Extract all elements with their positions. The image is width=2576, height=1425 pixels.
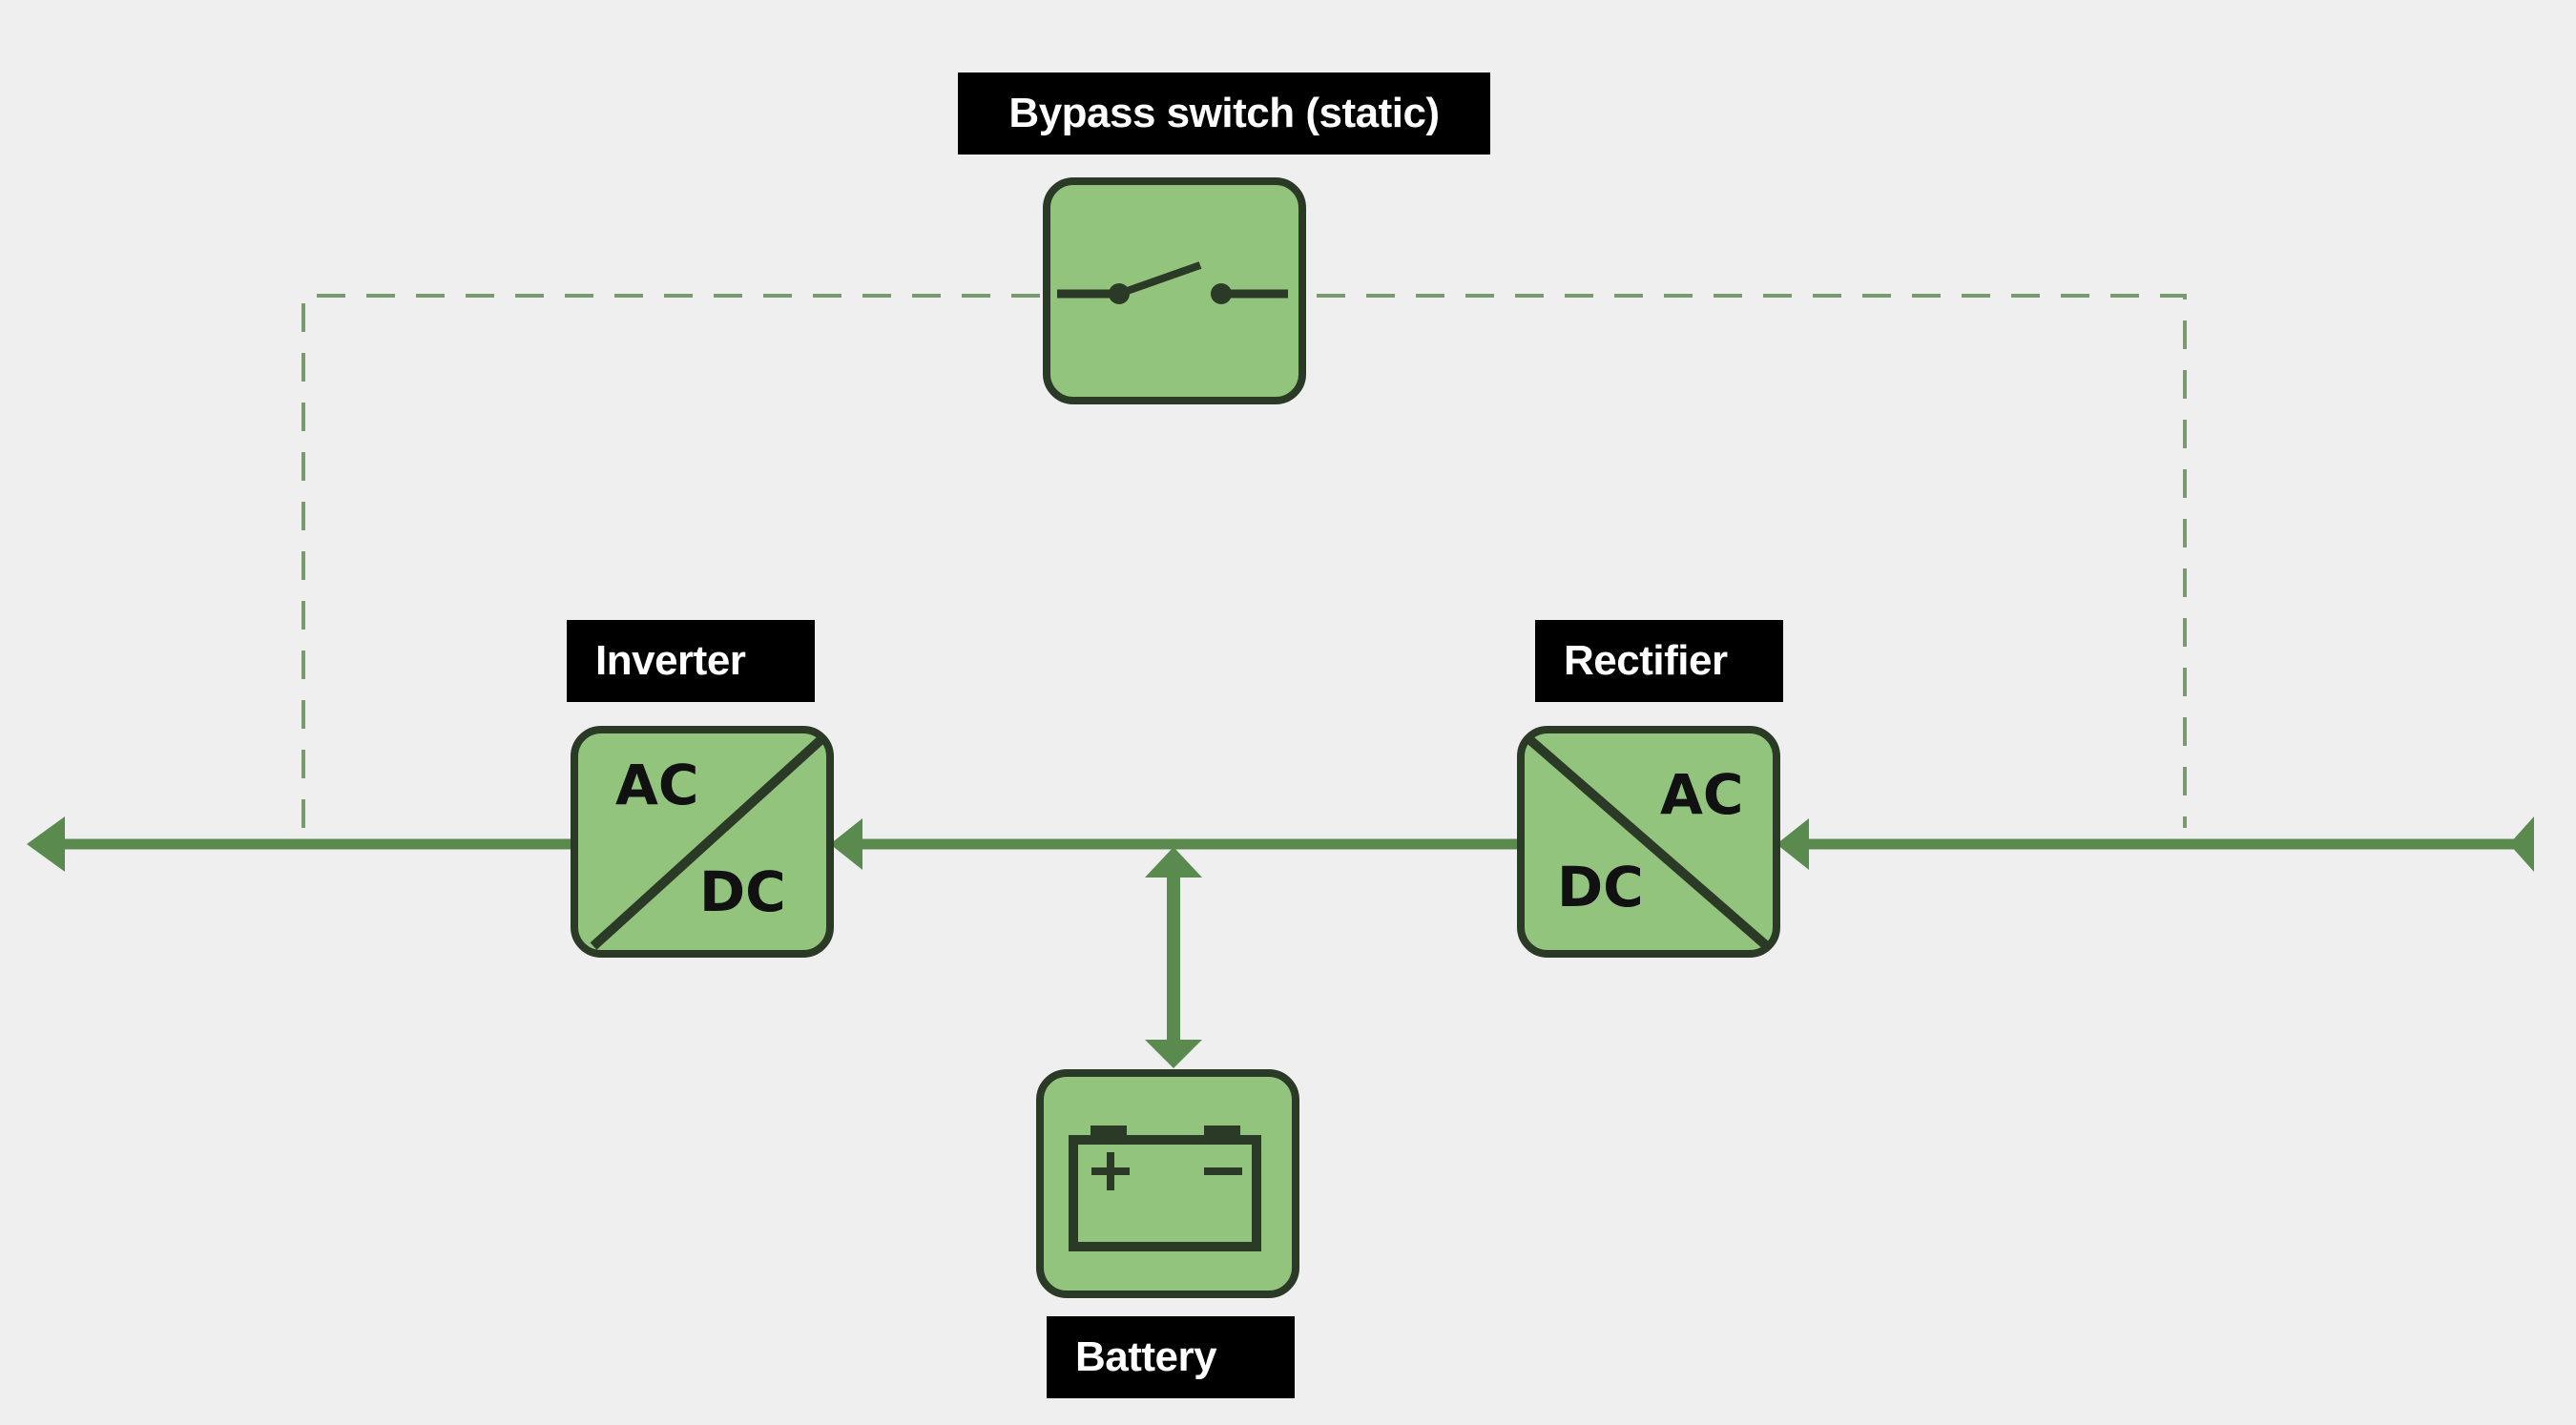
rectifier-dc-text: DC [1557,855,1644,919]
rectifier-label: Rectifier [1535,620,1783,702]
output-arrow-icon [27,816,65,872]
inverter-dc-text: DC [699,859,786,924]
rectifier-block: AC DC [1517,726,1780,958]
switch-icon [1057,261,1288,304]
inverter-input-arrow-icon [830,818,862,870]
battery-icon [1069,1126,1261,1251]
inverter-diagonal [590,736,824,950]
inverter-block: AC DC [571,726,834,958]
battery-link-down-arrow-icon [1145,1040,1202,1068]
rectifier-input-arrow-icon [1776,818,1809,870]
battery-label: Battery [1047,1316,1295,1398]
input-arrow-icon [2509,816,2534,872]
inverter-label: Inverter [567,620,815,702]
rectifier-diagonal [1527,736,1771,950]
rectifier-ac-text: AC [1660,762,1743,827]
battery-block [1036,1069,1299,1298]
inverter-ac-text: AC [615,753,698,817]
battery-link-up-arrow-icon [1145,847,1202,878]
bypass-dashed-line [301,294,2187,828]
bypass-switch-label: Bypass switch (static) [958,72,1490,155]
bypass-switch-block [1043,177,1306,404]
